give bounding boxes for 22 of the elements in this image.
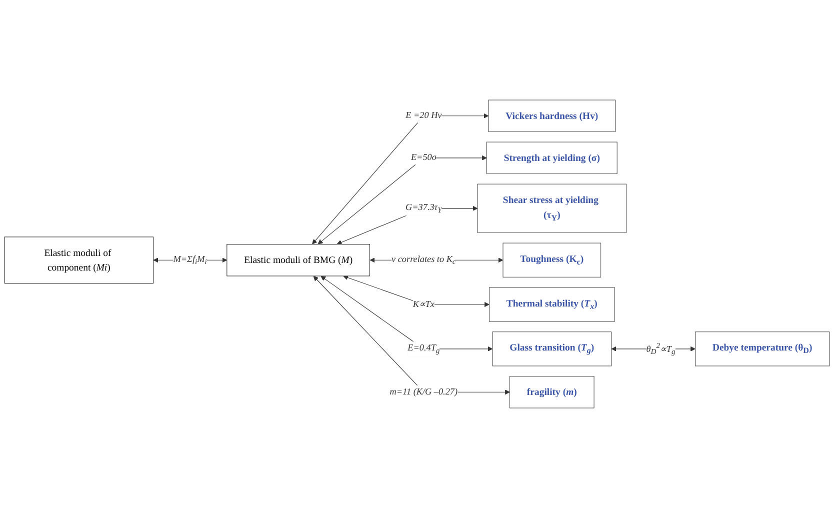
edge-label: E =20 Hv	[406, 110, 442, 120]
edge-label: E=50σ	[410, 152, 436, 162]
edge-label: m=11 (K/G –0.27)	[390, 386, 458, 397]
node-box: Strength at yielding (σ)	[486, 142, 618, 174]
edge-label: M=Σf$_{i}$M$_{i}$	[173, 254, 207, 266]
edge-label: θ$_{D}$$^{2}$∝T$_{g}$	[646, 341, 676, 356]
node-box: Glass transition (T$_{g}$)	[492, 332, 612, 366]
node-box: Toughness (K$_{c}$)	[502, 242, 602, 278]
node-box: Thermal stability (T$_{x}$)	[488, 287, 615, 322]
node-box: Vickers hardness (Hv)	[488, 100, 616, 132]
node-box: Elastic moduli of component (Mi)	[4, 236, 154, 284]
arrow	[343, 275, 490, 308]
edge-label: ν correlates to K$_{c}$	[392, 254, 456, 266]
node-box: Elastic moduli of BMG (M)	[226, 244, 370, 276]
edge-label: K∝Tx	[412, 299, 434, 310]
node-box: Shear stress at yielding (τ$_{Y}$)	[477, 184, 627, 234]
node-box: fragility (m)	[509, 376, 594, 408]
arrow	[313, 276, 510, 395]
edge-label: E=0.4T$_{g}$	[408, 343, 440, 355]
node-box: Debye temperature (θ$_{D}$)	[695, 332, 830, 366]
arrow	[320, 276, 493, 352]
edge-label: G=37.3τ$_{Y}$	[406, 202, 442, 214]
